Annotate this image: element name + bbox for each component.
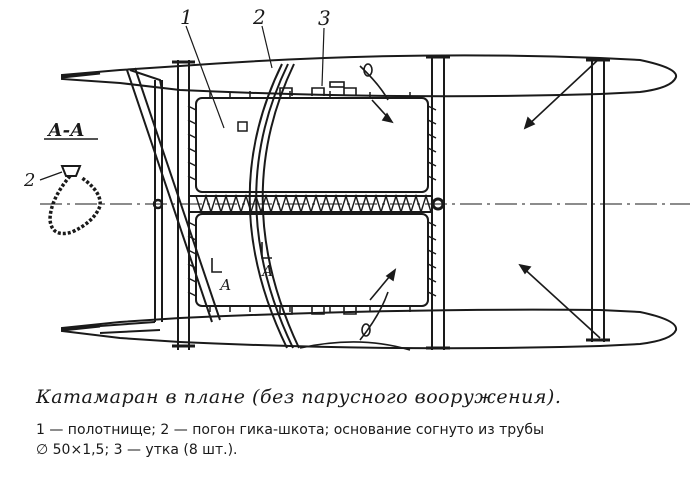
shroud-upper: [359, 63, 389, 101]
figure-caption-title: Катамаран в плане (без парусного вооруже…: [36, 386, 562, 408]
upper-hull: [61, 54, 678, 98]
lower-hull: [61, 308, 678, 350]
catamaran-plan-drawing: 1 2 3 А-А 2 А А: [23, 5, 690, 351]
spine-lacing: [195, 193, 432, 215]
upper-hull-bow: [61, 71, 101, 79]
lower-hull-bow: [61, 324, 101, 332]
callout-label-3: 3: [318, 6, 331, 30]
cleats-lower: [279, 306, 357, 315]
callout-leaders: [185, 25, 325, 129]
panel-lacing-ties: [187, 91, 437, 312]
cut-mark-label-left: А: [219, 276, 231, 294]
cleats-upper: [279, 81, 357, 96]
spine-knot: [431, 197, 445, 211]
figure-legend-line-2: ∅ 50×1,5; 3 — утка (8 шт.).: [36, 442, 238, 458]
cross-beam-front: [177, 60, 190, 350]
trampoline-panel-upper: [195, 97, 429, 193]
cross-beam-rear: [591, 58, 605, 342]
traveller-car: [237, 121, 248, 132]
figure-legend-line-1: 1 — полотнище; 2 — погон гика-шкота; осн…: [36, 422, 545, 438]
section-callout-label: 2: [23, 170, 35, 191]
rudder-connecting-rod: [99, 80, 164, 334]
callout-label-1: 1: [180, 5, 193, 29]
section-cut-marks: [211, 242, 272, 273]
beam-clamps: [172, 55, 610, 350]
section-detail: [39, 138, 102, 236]
tension-arrows: [369, 57, 601, 339]
callout-label-2: 2: [252, 5, 266, 29]
shroud-lower: [299, 291, 411, 351]
mainsheet-traveller: [248, 63, 300, 349]
cut-mark-label-right: А: [261, 262, 273, 280]
section-title: А-А: [46, 120, 85, 141]
